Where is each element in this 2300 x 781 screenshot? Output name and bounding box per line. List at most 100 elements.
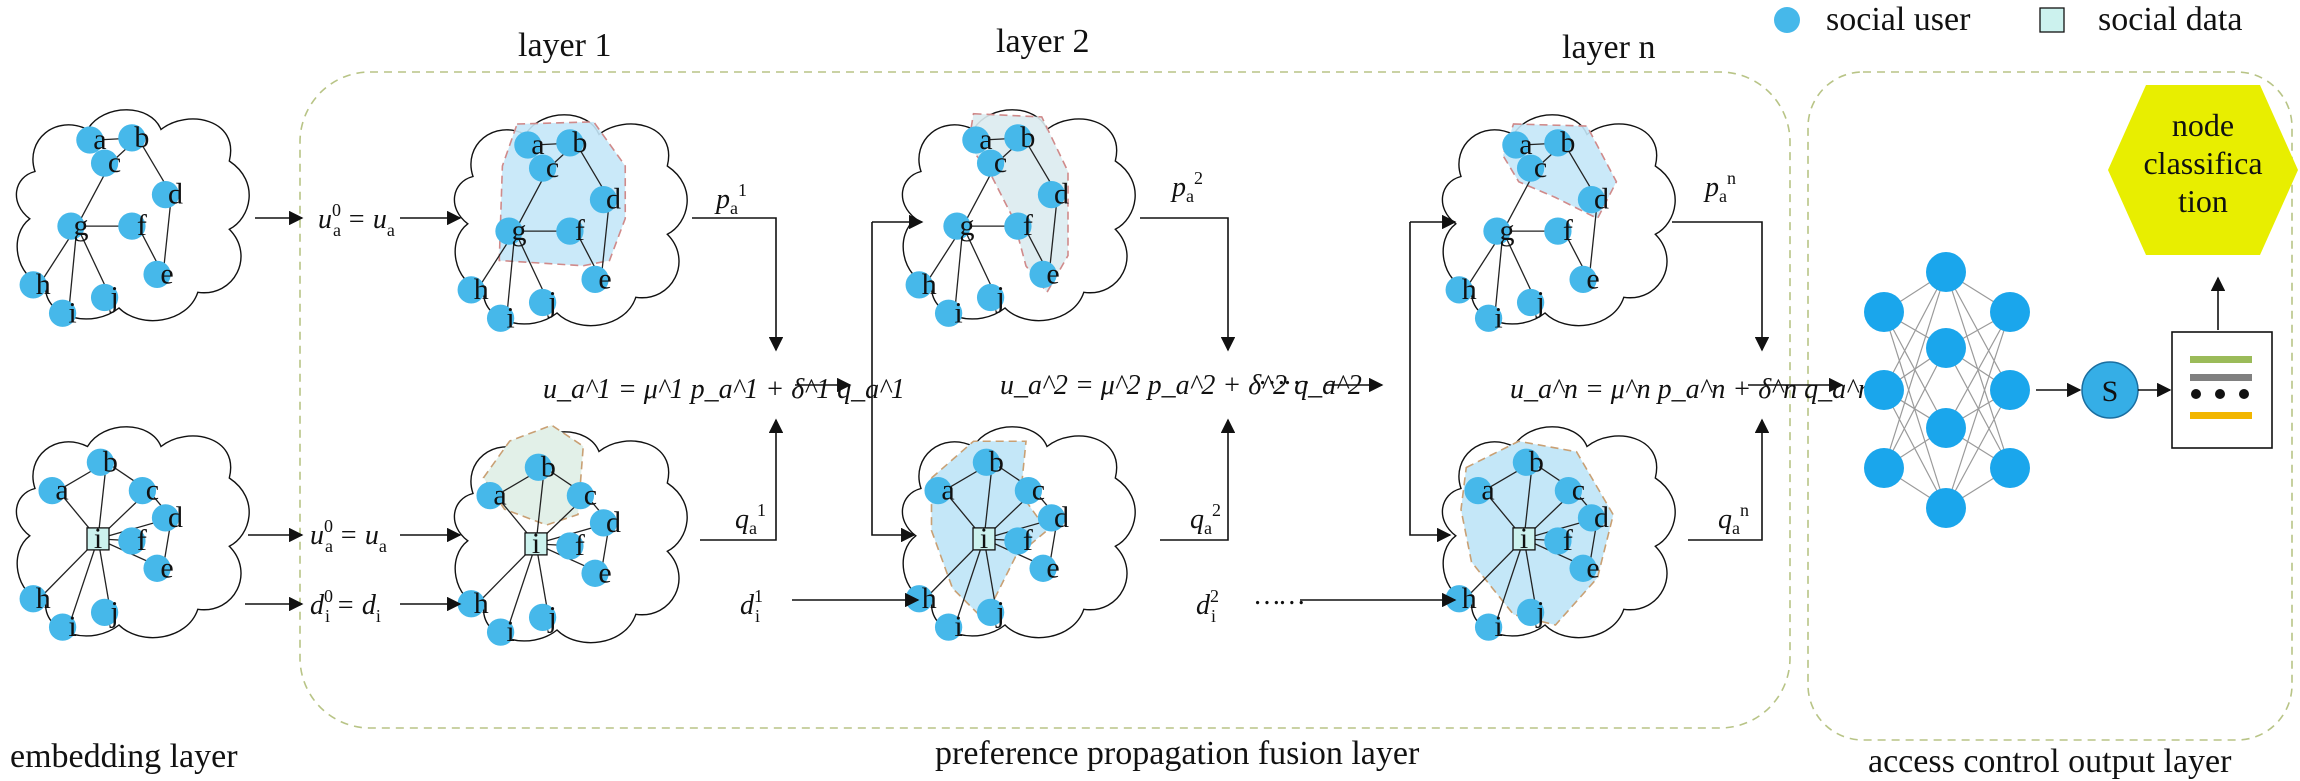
- node-classification-hexagon: node classifica tion: [2108, 85, 2298, 255]
- node-label-d: d: [1594, 501, 1609, 534]
- node-label-j: j: [1535, 286, 1544, 319]
- output-layer-label: access control output layer: [1868, 743, 2232, 780]
- q1-label: qa1: [735, 500, 766, 538]
- data-node-label: i: [94, 522, 102, 555]
- output-layer-frame: [1807, 71, 2293, 741]
- user-node-c: [566, 481, 595, 510]
- user-node-c: [90, 149, 119, 177]
- user-node-h: [19, 271, 47, 299]
- nn-neuron-2-0: [1990, 292, 2030, 332]
- user-node-j: [976, 283, 1005, 312]
- user-node-e: [143, 260, 171, 289]
- dots-2: ……: [1255, 580, 1305, 611]
- bar-green: [2190, 356, 2252, 363]
- node-label-g: g: [74, 209, 89, 242]
- user-node-f: [1544, 217, 1572, 245]
- user-node-f: [1004, 527, 1032, 555]
- classify-line2: classifica: [2143, 145, 2262, 181]
- node-label-e: e: [160, 551, 173, 584]
- node-label-h: h: [922, 582, 937, 615]
- user-node-e: [581, 559, 609, 587]
- classify-line3: tion: [2178, 183, 2228, 219]
- node-label-c: c: [108, 146, 121, 179]
- node-label-a: a: [493, 479, 506, 512]
- node-label-b: b: [1529, 445, 1544, 478]
- data-node-i: [524, 532, 548, 556]
- connectors: [245, 210, 1844, 612]
- user-node-i: [1474, 304, 1503, 332]
- user-node-c: [528, 154, 557, 182]
- node-label-e: e: [1586, 551, 1599, 584]
- legend-data-label: social data: [2098, 1, 2242, 38]
- node-label-h: h: [36, 582, 51, 615]
- node-label-d: d: [168, 501, 183, 534]
- user-node-j: [976, 598, 1005, 627]
- node-label-a: a: [531, 128, 544, 161]
- user-node-i: [934, 613, 963, 641]
- node-label-f: f: [137, 524, 147, 557]
- node-label-a: a: [979, 123, 992, 156]
- node-label-i: i: [506, 615, 514, 648]
- embedding-layer-label: embedding layer: [10, 738, 238, 775]
- user-node-j: [1516, 288, 1545, 317]
- user-node-h: [457, 590, 485, 618]
- node-label-d: d: [168, 178, 183, 211]
- user-node-g: [943, 212, 971, 240]
- qn-label: qan: [1718, 500, 1749, 538]
- node-label-i: i: [954, 610, 962, 643]
- node-label-h: h: [474, 587, 489, 620]
- node-label-h: h: [1462, 273, 1477, 306]
- user-node-a: [76, 126, 104, 154]
- node-label-b: b: [1560, 126, 1575, 159]
- data-node-i: [86, 527, 110, 551]
- user-node-a: [1464, 476, 1492, 505]
- data-node-label: i: [532, 527, 540, 560]
- node-label-e: e: [1046, 257, 1059, 290]
- node-label-g: g: [512, 214, 527, 247]
- user-node-b: [1512, 448, 1541, 476]
- nn-neuron-0-0: [1864, 292, 1904, 332]
- node-label-b: b: [134, 121, 149, 154]
- p2-label: pa2: [1170, 168, 1203, 206]
- node-label-f: f: [137, 209, 147, 242]
- node-label-j: j: [547, 286, 556, 319]
- node-label-c: c: [1572, 474, 1585, 507]
- legend: social user social data: [1774, 1, 2242, 38]
- node-label-j: j: [995, 595, 1004, 628]
- node-label-d: d: [1594, 183, 1609, 216]
- user-node-i: [48, 613, 77, 641]
- user-node-b: [86, 448, 115, 476]
- user-node-b: [524, 453, 553, 481]
- node-label-j: j: [995, 281, 1004, 314]
- user-node-a: [476, 481, 504, 510]
- node-label-e: e: [1586, 262, 1599, 295]
- node-label-a: a: [941, 474, 954, 507]
- bar-yellow: [2190, 412, 2252, 419]
- user-node-d: [1037, 180, 1066, 209]
- user-node-d: [151, 504, 180, 532]
- node-label-c: c: [146, 474, 159, 507]
- user-node-e: [1569, 554, 1597, 582]
- node-label-a: a: [55, 474, 68, 507]
- node-label-f: f: [575, 214, 585, 247]
- node-label-d: d: [1054, 501, 1069, 534]
- node-label-a: a: [1519, 128, 1532, 161]
- user-node-d: [1577, 504, 1606, 532]
- user-node-g: [1483, 217, 1511, 245]
- user-node-c: [1014, 476, 1043, 505]
- node-label-g: g: [960, 209, 975, 242]
- node-label-i: i: [1494, 610, 1502, 643]
- node-label-d: d: [1054, 178, 1069, 211]
- layer2-fusion-equation: u_a^2 = μ^2 p_a^2 + δ^2 q_a^2: [1000, 370, 1362, 401]
- node-label-f: f: [1023, 209, 1033, 242]
- user-node-d: [151, 180, 180, 209]
- user-node-b: [1544, 129, 1572, 157]
- softmax-s-label: S: [2102, 375, 2119, 408]
- node-label-d: d: [606, 506, 621, 539]
